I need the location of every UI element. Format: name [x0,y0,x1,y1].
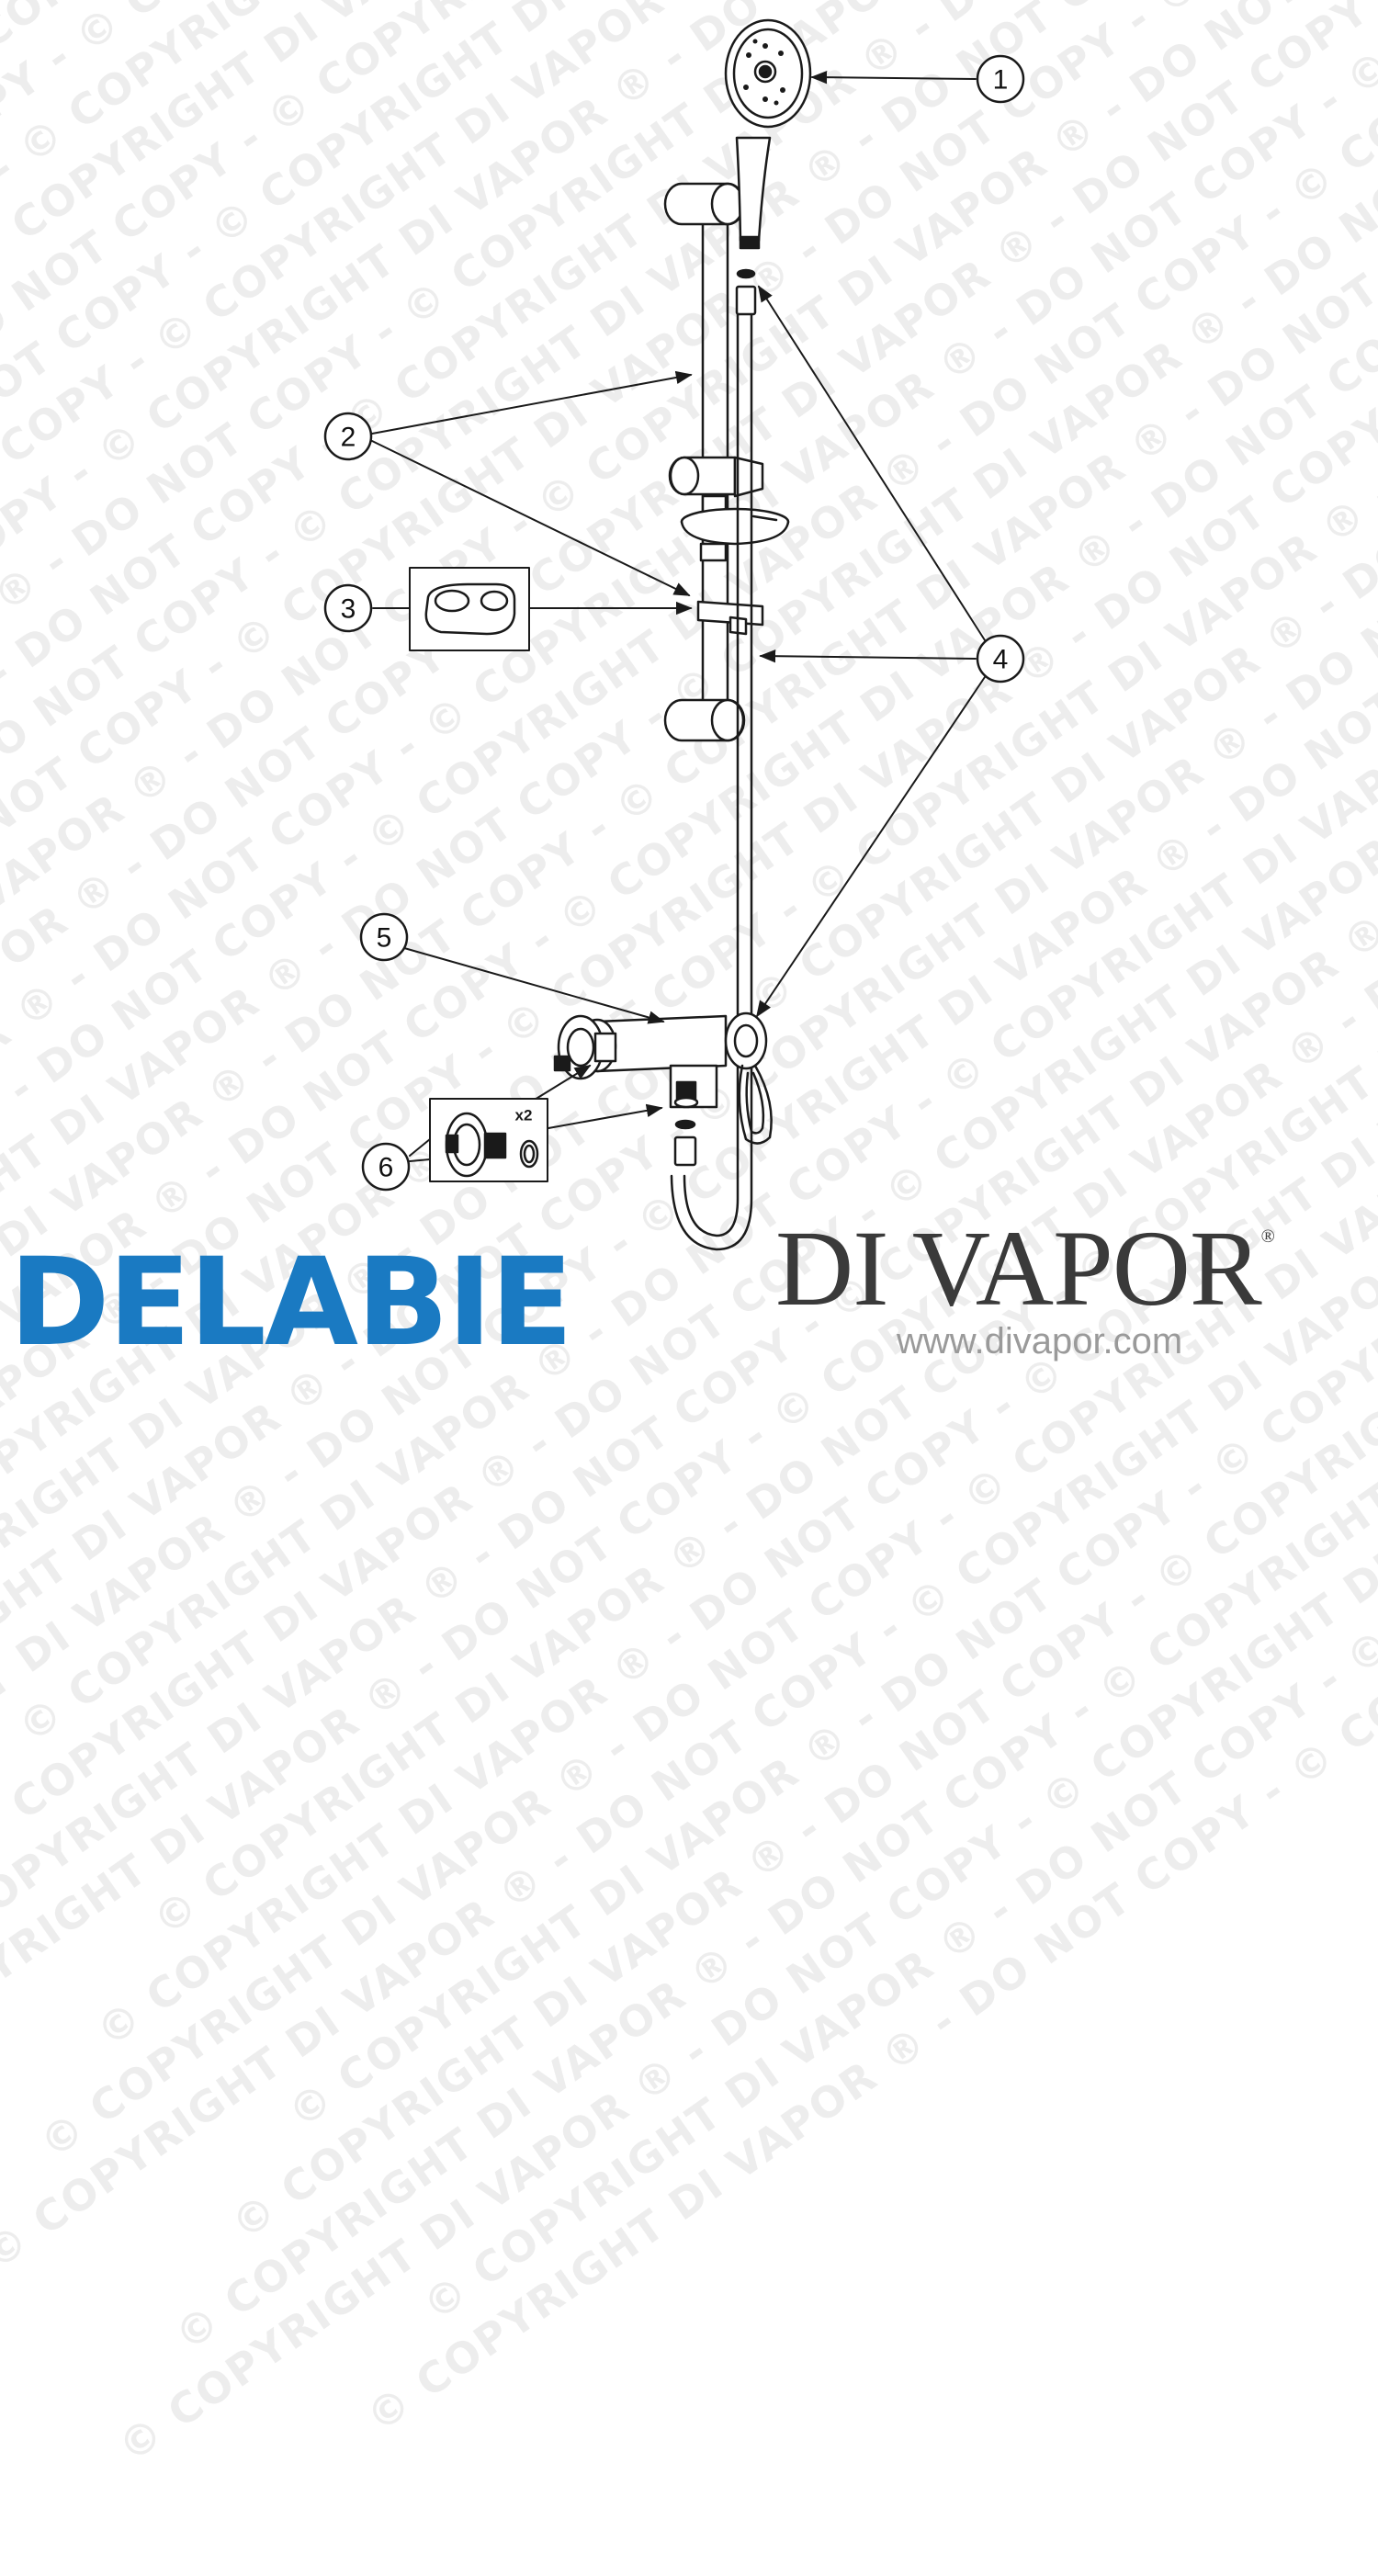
divapor-logo-text: DI VAPOR [775,1208,1262,1328]
hose [670,268,757,1251]
mixer-body [553,1011,773,1145]
diagram-drawing: 1 2 3 4 5 6 x2 [323,18,1025,1251]
inset-rail-clip [409,567,530,651]
quantity-label: x2 [515,1107,533,1124]
hand-shower [724,18,812,250]
slide-rail [663,182,746,742]
slider-holder [668,456,790,562]
callout-2-circle [323,412,373,461]
divapor-website: www.divapor.com [897,1321,1183,1361]
callout-1-circle [976,54,1025,104]
inset-wall-connector [429,1098,548,1182]
callout-5-label: 5 [377,923,392,954]
callout-4-circle [976,634,1025,684]
rail-clip [696,600,764,636]
callout-5-circle [359,912,409,962]
callout-6-label: 6 [378,1153,394,1183]
divapor-logo: DI VAPOR® [775,1215,1275,1323]
registered-mark: ® [1260,1226,1275,1247]
delabie-logo: DELABIE [9,1232,573,1373]
callout-4-label: 4 [993,645,1009,675]
callout-3-circle [323,583,373,633]
leader-lines [371,70,988,1162]
callout-circles [323,54,1025,1192]
callout-2-label: 2 [341,423,356,453]
exploded-diagram: © COPYRIGHT DI VAPOR ® - DO NOT COPY - ©… [0,0,1378,2472]
callout-3-label: 3 [341,594,356,625]
callout-1-label: 1 [993,65,1009,96]
callout-6-circle [361,1142,411,1192]
